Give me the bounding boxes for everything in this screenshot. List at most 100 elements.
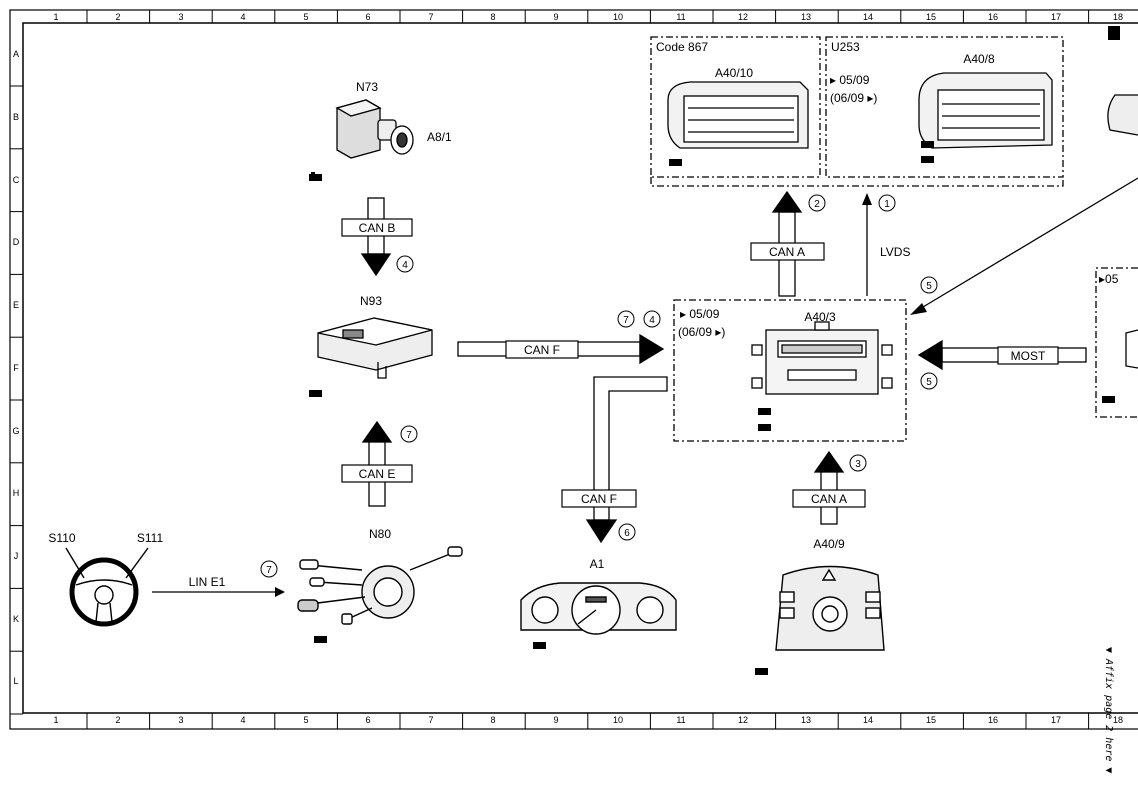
reference-hand-icon: [669, 159, 682, 166]
col-label-bottom-5: 5: [303, 715, 308, 725]
label-a8-1: A8/1: [427, 130, 452, 144]
reference-hand-icon: [309, 172, 322, 181]
col-label-17: 17: [1051, 12, 1061, 22]
group-box-right-partial: [1095, 267, 1138, 418]
col-label-bottom-10: 10: [613, 715, 623, 725]
bus-arrow-can-a-bottom: [813, 450, 845, 525]
group-label-code867: Code 867: [656, 40, 708, 54]
row-label-g: G: [12, 426, 19, 436]
note-marker-6: [618, 523, 636, 541]
grid-labels: 1 2 3 4 5 6 7 8 9 10 11 12 13 14 15 16 1…: [12, 12, 1123, 725]
col-label-11: 11: [676, 12, 685, 22]
bus-label-box-can-e: [341, 464, 413, 483]
col-label-bottom-14: 14: [863, 715, 873, 725]
col-label-bottom-8: 8: [490, 715, 495, 725]
affix-note: ▼ Affix page 2 here ▼: [1103, 647, 1114, 773]
bus-arrowhead-lvds: [862, 193, 872, 205]
note-5a: 5: [926, 281, 932, 292]
label-n73: N73: [356, 80, 378, 94]
partial-component-right-top: [1107, 94, 1138, 136]
col-label-16: 16: [988, 12, 998, 22]
partial-component-right-mid: [1125, 329, 1138, 369]
version-paren-u253: (06/09 ▸): [830, 91, 877, 105]
group-bracket: [650, 177, 1064, 187]
row-label-d: D: [13, 237, 20, 247]
col-label-bottom-9: 9: [553, 715, 558, 725]
bus-label-box-can-f-v: [561, 489, 637, 508]
label-s111: S111: [137, 531, 164, 545]
note-marker-7a: [400, 425, 418, 443]
note-6: 6: [624, 528, 630, 539]
note-7a: 7: [406, 430, 412, 441]
steering-column-module-n80: [297, 546, 463, 625]
col-label-bottom-6: 6: [365, 715, 370, 725]
reference-hand-icon: [1102, 396, 1115, 403]
version-from-right: ▸05: [1099, 272, 1119, 286]
col-label-bottom-2: 2: [115, 715, 120, 725]
row-label-e: E: [13, 300, 19, 310]
col-label-bottom-16: 16: [988, 715, 998, 725]
note-marker-1: [878, 194, 896, 212]
group-box-a40-3: [673, 299, 907, 442]
row-label-b: B: [13, 112, 19, 122]
note-7b: 7: [266, 565, 272, 576]
row-label-k: K: [13, 614, 19, 624]
note-4a: 4: [402, 260, 408, 271]
col-label-bottom-13: 13: [801, 715, 811, 725]
reference-hand-icon: [309, 390, 322, 397]
col-label-bottom-17: 17: [1051, 715, 1061, 725]
col-label-9: 9: [553, 12, 558, 22]
version-paren-a40-3: (06/09 ▸): [678, 325, 725, 339]
note-marker-5a: [920, 276, 938, 294]
col-label-10: 10: [613, 12, 623, 22]
bus-label-lvds: LVDS: [880, 245, 910, 259]
label-n80: N80: [369, 527, 391, 541]
label-a40-3: A40/3: [804, 310, 836, 324]
col-label-3: 3: [178, 12, 183, 22]
row-label-l: L: [13, 676, 18, 686]
bus-label-lin-e1: LIN E1: [189, 575, 226, 589]
row-label-a: A: [13, 49, 19, 59]
col-label-bottom-4: 4: [240, 715, 245, 725]
label-a40-10: A40/10: [715, 66, 753, 80]
group-label-u253: U253: [831, 40, 860, 54]
bus-label-box-can-b: [341, 218, 413, 237]
row-label-c: C: [13, 175, 20, 185]
bus-label-can-b: CAN B: [359, 221, 396, 235]
note-7c: 7: [623, 315, 629, 326]
label-a1: A1: [590, 557, 605, 571]
note-4b: 4: [649, 315, 655, 326]
label-a40-9: A40/9: [813, 537, 845, 551]
col-label-12: 12: [738, 12, 748, 22]
connection-arrowhead-diagonal: [910, 303, 927, 315]
col-label-15: 15: [926, 12, 936, 22]
head-unit-a40-3: [751, 321, 893, 395]
bus-label-can-a-top: CAN A: [769, 245, 805, 259]
bus-label-box-can-a-bottom: [792, 489, 866, 508]
bus-arrow-can-e: [361, 420, 393, 507]
col-label-bottom-1: 1: [53, 715, 58, 725]
col-label-bottom-11: 11: [676, 715, 685, 725]
group-box-code867: [650, 36, 821, 178]
col-label-4: 4: [240, 12, 245, 22]
reference-hand-icon: [758, 408, 771, 431]
note-marker-7b: [260, 560, 278, 578]
bus-label-can-e: CAN E: [359, 467, 396, 481]
col-label-7: 7: [428, 12, 433, 22]
ignition-switch-n73: [335, 99, 414, 159]
row-label-j: J: [14, 551, 19, 561]
label-s110: S110: [48, 531, 75, 545]
group-boxes: [650, 36, 1138, 442]
instrument-cluster-a1: [520, 582, 677, 635]
col-label-18: 18: [1113, 12, 1123, 22]
note-marker-5b: [920, 372, 938, 390]
reference-hand-icon: [921, 141, 934, 163]
col-label-5: 5: [303, 12, 308, 22]
note-3: 3: [855, 459, 861, 470]
display-a40-10: [667, 81, 809, 149]
note-marker-2: [808, 194, 826, 212]
label-n93: N93: [360, 294, 382, 308]
note-marker-7c: [617, 310, 635, 328]
note-5b: 5: [926, 377, 932, 388]
bus-label-can-f-v: CAN F: [581, 492, 617, 506]
